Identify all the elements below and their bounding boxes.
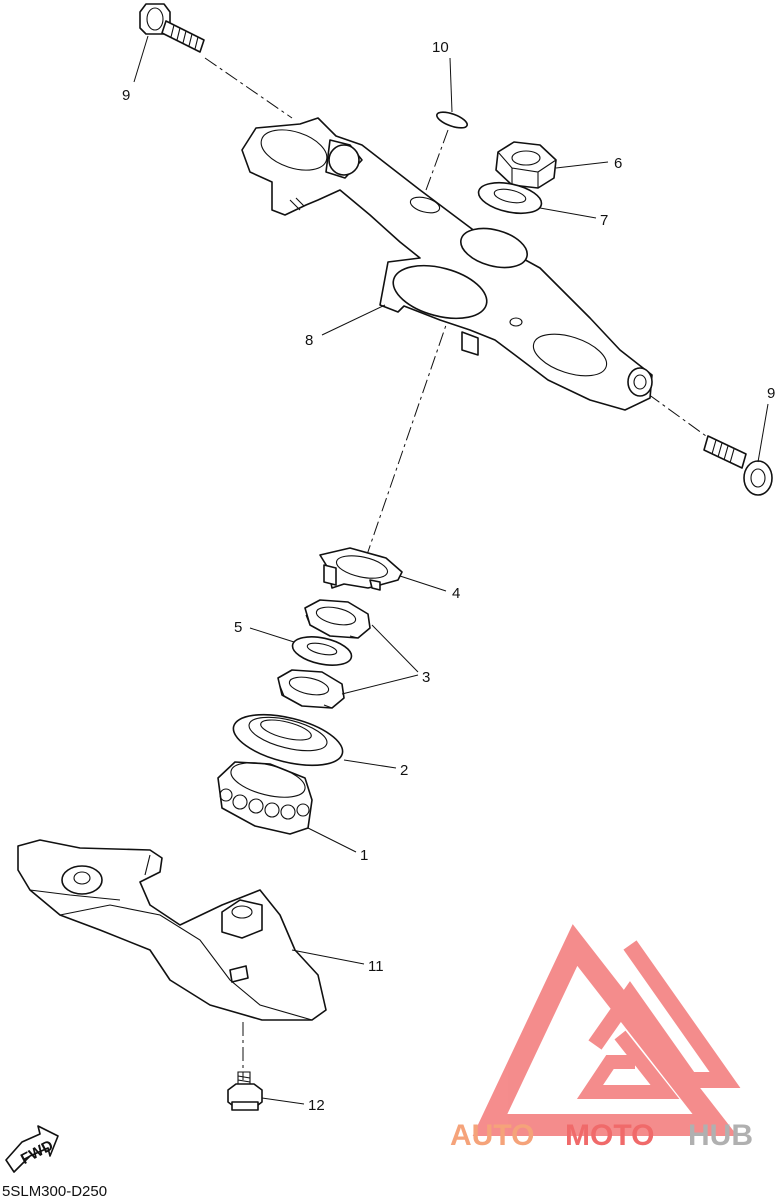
ring-nut-upper bbox=[304, 599, 371, 639]
ring-nut-lower bbox=[277, 669, 345, 709]
callout-6: 6 bbox=[614, 155, 622, 172]
bolt-lower-right bbox=[703, 435, 773, 496]
steering-stem-nut bbox=[495, 141, 557, 189]
cap-plate bbox=[436, 111, 468, 129]
callout-11: 11 bbox=[368, 958, 384, 975]
watermark-logo-icon bbox=[472, 924, 741, 1136]
callout-1: 1 bbox=[360, 847, 368, 864]
rubber-washer bbox=[291, 636, 353, 666]
bracket-bolt bbox=[227, 1071, 263, 1111]
diagram-code: 5SLM300-D250 bbox=[2, 1183, 107, 1198]
callout-10: 10 bbox=[432, 39, 449, 56]
callout-8: 8 bbox=[305, 332, 313, 349]
fwd-arrow-icon: FWD bbox=[5, 1125, 59, 1173]
upper-bracket bbox=[241, 117, 653, 411]
callout-9-lower: 9 bbox=[767, 385, 775, 402]
callout-5: 5 bbox=[234, 619, 242, 636]
bolt-upper-left bbox=[139, 3, 205, 53]
bearing-cover bbox=[232, 713, 344, 767]
callout-9-upper: 9 bbox=[122, 87, 130, 104]
leader-lines bbox=[133, 35, 769, 1105]
callout-4: 4 bbox=[452, 585, 460, 602]
callout-3: 3 bbox=[422, 669, 430, 686]
callout-7: 7 bbox=[600, 212, 608, 229]
watermark-part1: AUTO bbox=[450, 1119, 534, 1152]
lower-bracket bbox=[17, 839, 327, 1021]
watermark-part3: HUB bbox=[688, 1119, 753, 1152]
watermark-part2: MOTO bbox=[565, 1119, 654, 1152]
callout-12: 12 bbox=[308, 1097, 325, 1114]
stem-washer bbox=[477, 181, 543, 215]
watermark-text: AUTO MOTO HUB bbox=[450, 1119, 753, 1152]
ball-bearing bbox=[217, 761, 313, 835]
lock-washer bbox=[319, 547, 403, 591]
callout-2: 2 bbox=[400, 762, 408, 779]
